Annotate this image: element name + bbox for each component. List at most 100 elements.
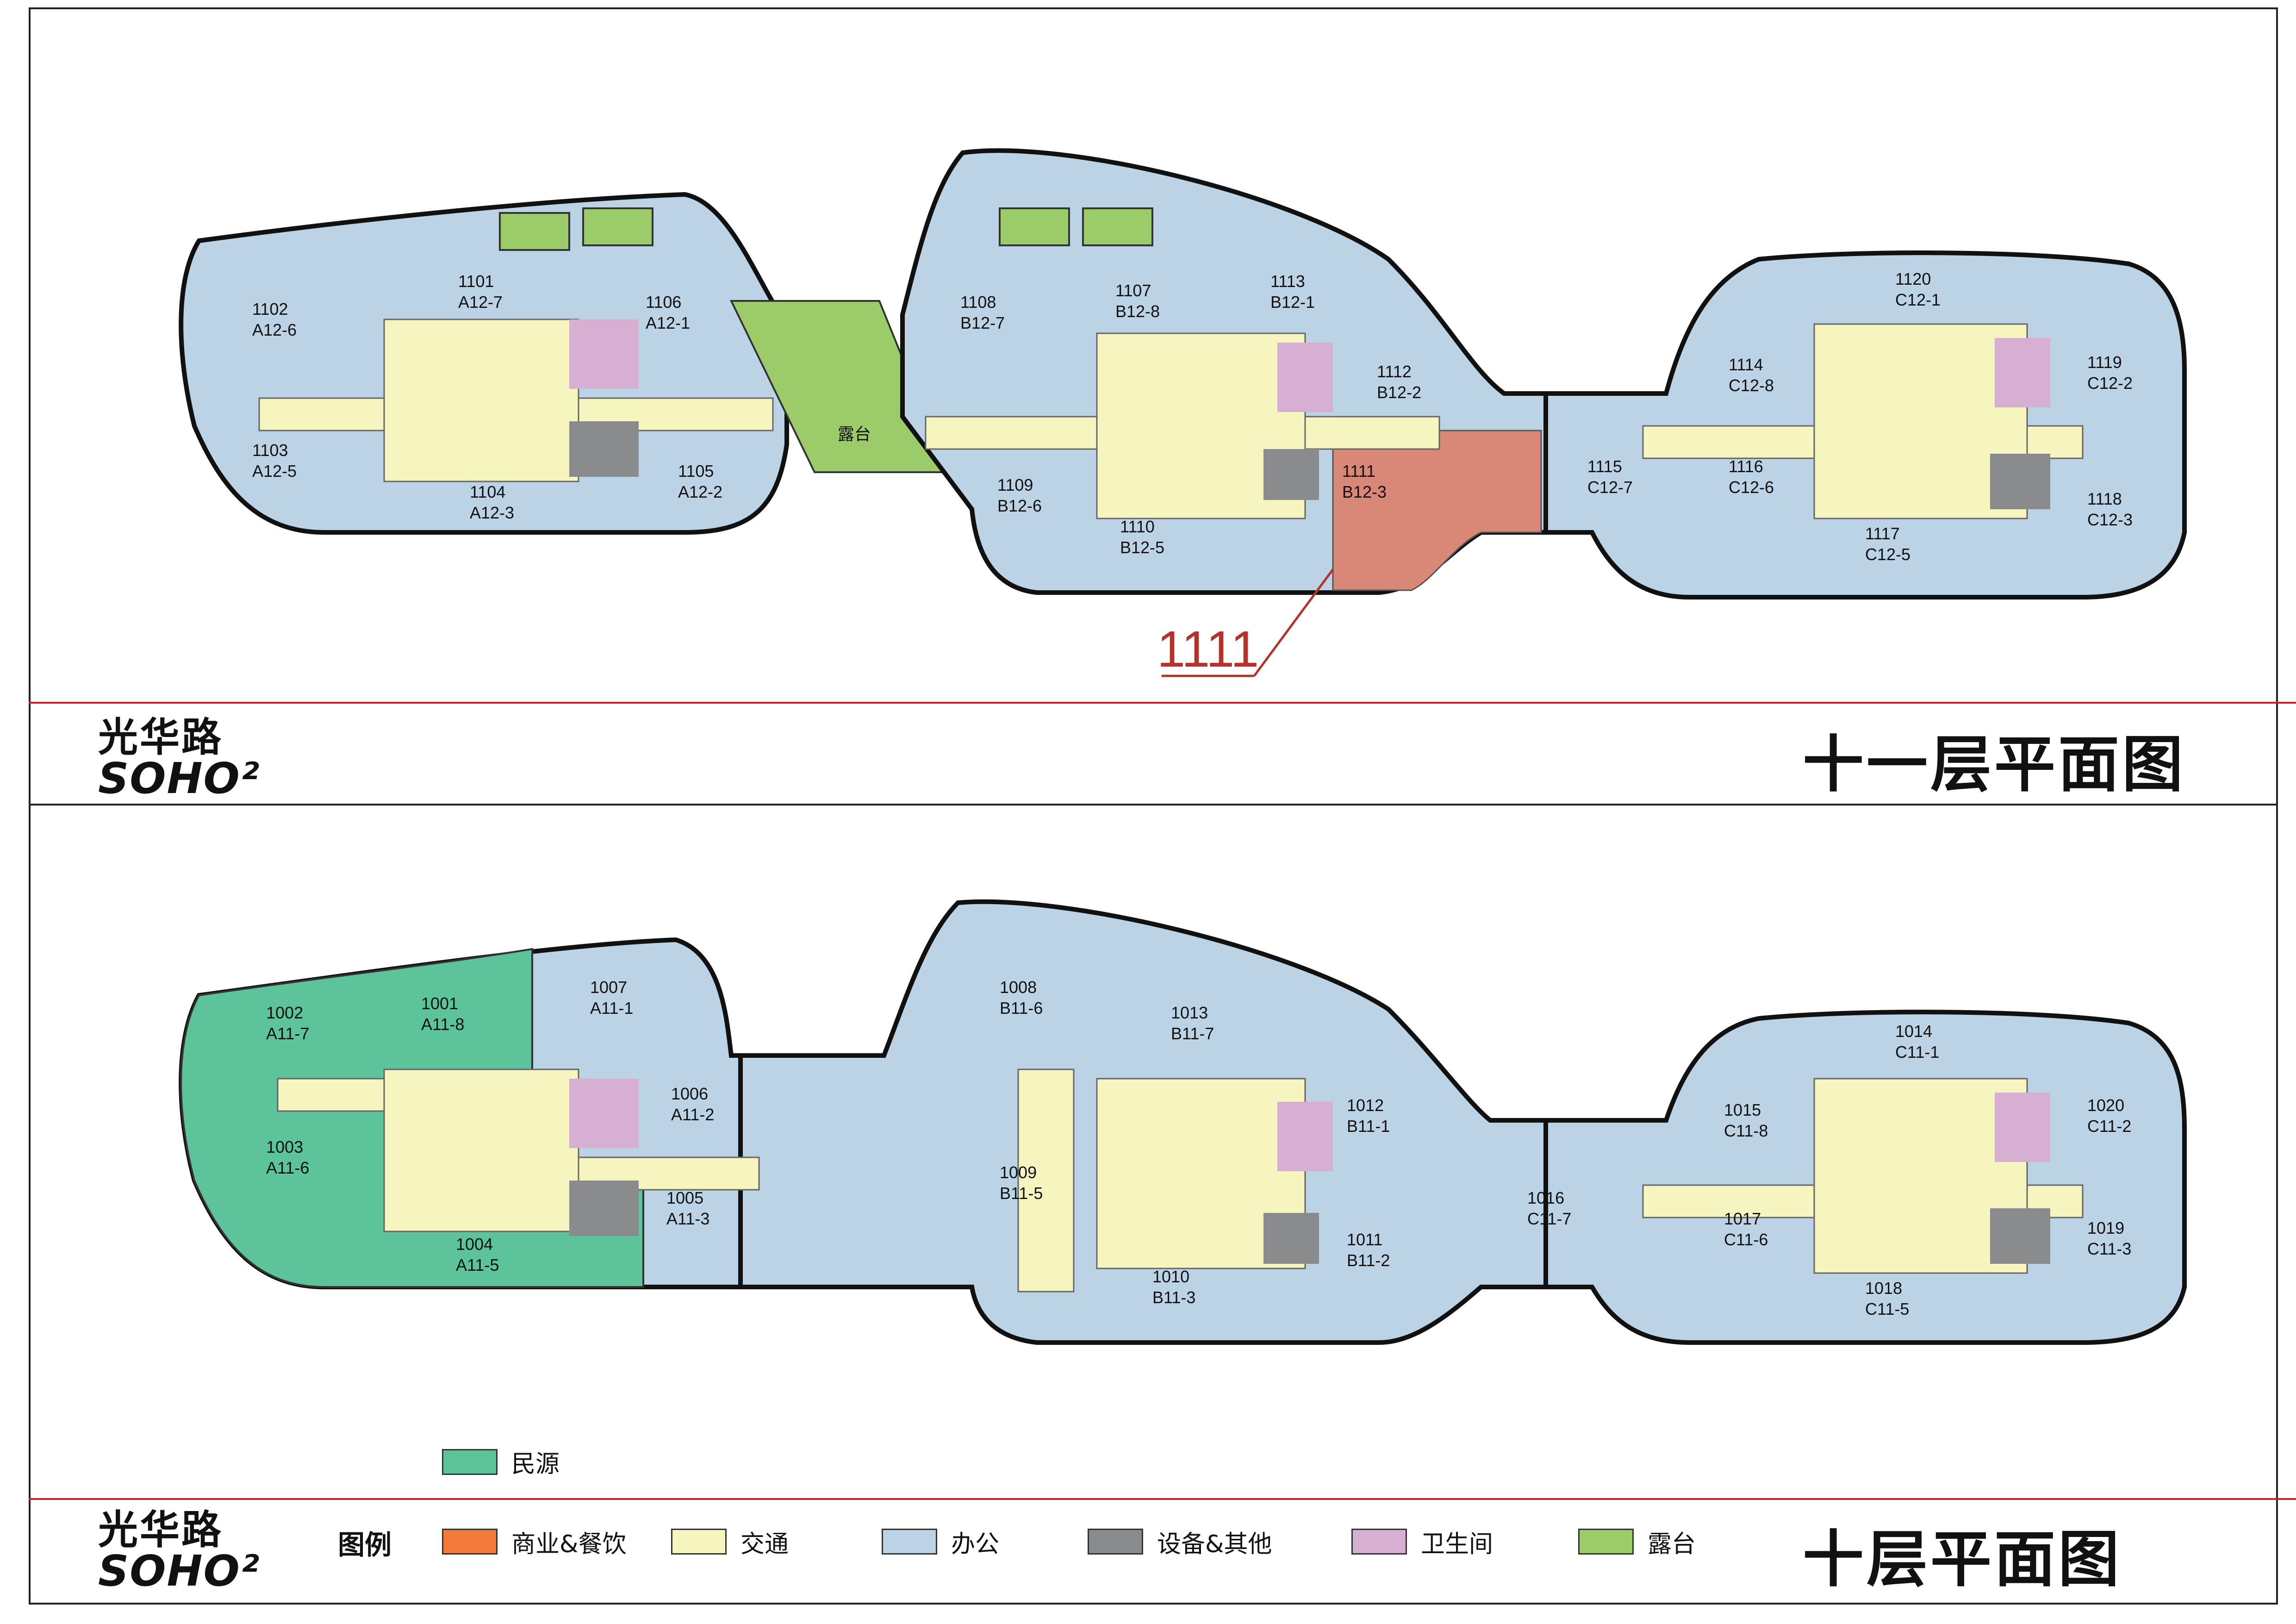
room-code-1001: A11-8 (421, 1015, 464, 1034)
legend-item: 卫生间 (1351, 1528, 1493, 1558)
unit-1111-highlight (1332, 430, 1542, 591)
legend-item: 商业&餐饮 (442, 1528, 627, 1558)
room-code-1109: B12-6 (997, 496, 1042, 515)
callout-leader (1253, 568, 1334, 677)
room-code-1114: C12-8 (1729, 376, 1774, 395)
room-code-1119: C12-2 (2087, 374, 2133, 393)
room-code-1016: C11-7 (1527, 1209, 1571, 1228)
room-number-1118: 1118 (2087, 489, 2122, 508)
room-number-1106: 1106 (646, 293, 681, 312)
room-code-1020: C11-2 (2087, 1117, 2131, 1136)
core-corridor (277, 1078, 399, 1112)
wc-room (1995, 1093, 2050, 1162)
terrace-small (582, 207, 653, 246)
room-number-1113: 1113 (1270, 272, 1305, 291)
floor10-title: 十层平面图 (1803, 1524, 2122, 1595)
room-code-1110: B12-5 (1120, 538, 1164, 557)
room-number-1001: 1001 (421, 994, 458, 1013)
room-number-1108: 1108 (960, 293, 996, 312)
room-code-1102: A12-6 (252, 320, 297, 339)
wc-room (1277, 1102, 1333, 1171)
legend-label: 设备&其他 (1157, 1530, 1272, 1558)
room-code-1113: B12-1 (1270, 293, 1315, 312)
room-number-1114: 1114 (1729, 355, 1763, 374)
legend-item: 办公 (882, 1528, 999, 1558)
room-code-1008: B11-6 (1000, 999, 1043, 1018)
room-code-1011: B11-2 (1347, 1251, 1390, 1270)
room-number-1117: 1117 (1865, 524, 1900, 543)
room-number-1109: 1109 (997, 475, 1033, 494)
legend-swatch (1088, 1529, 1143, 1555)
room-code-1116: C12-6 (1729, 478, 1774, 497)
wc-room (1995, 338, 2050, 407)
tenant-label: 民源 (511, 1450, 560, 1478)
room-code-1111: B12-3 (1342, 482, 1387, 501)
room-code-1018: C11-5 (1865, 1299, 1909, 1318)
room-number-1111: 1111 (1342, 462, 1375, 481)
room-code-1017: C11-6 (1724, 1230, 1768, 1249)
room-number-1006: 1006 (671, 1084, 708, 1103)
room-code-1014: C11-1 (1895, 1043, 1939, 1062)
legend-item: 露台 (1578, 1528, 1696, 1558)
legend-label: 露台 (1648, 1530, 1696, 1558)
room-code-1103: A12-5 (252, 462, 297, 481)
room-code-1105: A12-2 (678, 482, 722, 501)
tenant-swatch (442, 1449, 498, 1475)
legend-swatch (442, 1529, 498, 1555)
callout-label: 1111 (1157, 621, 1259, 678)
separator-red-top (29, 702, 2296, 704)
core-corridor (1017, 1068, 1075, 1293)
room-number-1007: 1007 (590, 978, 627, 997)
room-code-1106: A12-1 (646, 313, 690, 332)
terrace-label: 露台 (838, 425, 871, 444)
room-number-1019: 1019 (2087, 1218, 2124, 1237)
equipment-room (1990, 454, 2050, 509)
wc-room (569, 319, 639, 389)
room-number-1015: 1015 (1724, 1100, 1761, 1119)
room-code-1010: B11-3 (1152, 1288, 1195, 1307)
room-number-1012: 1012 (1347, 1096, 1384, 1115)
room-code-1012: B11-1 (1347, 1117, 1390, 1136)
room-number-1102: 1102 (252, 300, 288, 319)
room-number-1120: 1120 (1895, 269, 1931, 288)
tenant-legend: 民源 (442, 1444, 560, 1479)
room-number-1010: 1010 (1152, 1267, 1189, 1286)
room-number-1105: 1105 (678, 462, 714, 481)
room-number-1103: 1103 (252, 441, 288, 460)
room-code-1112: B12-2 (1377, 383, 1421, 402)
room-number-1110: 1110 (1120, 517, 1155, 536)
equipment-room (1263, 449, 1319, 500)
logo-top: 光华路 SOHO² (98, 714, 260, 803)
core-block (383, 319, 579, 482)
room-code-1007: A11-1 (590, 999, 633, 1018)
legend-item: 交通 (671, 1528, 789, 1558)
room-code-1003: A11-6 (266, 1158, 309, 1177)
floor11-title: 十一层平面图 (1803, 729, 2186, 800)
room-number-1016: 1016 (1527, 1188, 1564, 1207)
separator-black (29, 804, 2278, 806)
floor10-plan: 1001A11-81002A11-71003A11-61004A11-51005… (179, 899, 2187, 1345)
room-code-1006: A11-2 (671, 1105, 714, 1124)
terrace-small (999, 207, 1070, 246)
room-number-1017: 1017 (1724, 1209, 1761, 1228)
wc-room (569, 1079, 639, 1148)
floor11-plan: 1111 露台 1101A12-71102A12-61103A12-51104A… (179, 148, 2187, 678)
legend-swatch (1578, 1529, 1634, 1555)
legend-title: 图例 (338, 1529, 392, 1561)
room-code-1107: B12-8 (1115, 302, 1160, 321)
legend-item: 设备&其他 (1088, 1528, 1272, 1558)
room-number-1018: 1018 (1865, 1279, 1902, 1298)
terrace-small (499, 212, 570, 251)
room-number-1115: 1115 (1587, 457, 1622, 476)
room-number-1104: 1104 (470, 482, 505, 501)
legend-swatch (882, 1529, 937, 1555)
legend-label: 办公 (951, 1530, 1000, 1558)
terrace-small (1082, 207, 1153, 246)
legend-swatch (1351, 1529, 1407, 1555)
equipment-room (569, 1181, 639, 1236)
room-number-1004: 1004 (456, 1235, 493, 1254)
wc-room (1277, 343, 1333, 412)
legend-swatch (671, 1529, 727, 1555)
room-code-1120: C12-1 (1895, 290, 1941, 309)
